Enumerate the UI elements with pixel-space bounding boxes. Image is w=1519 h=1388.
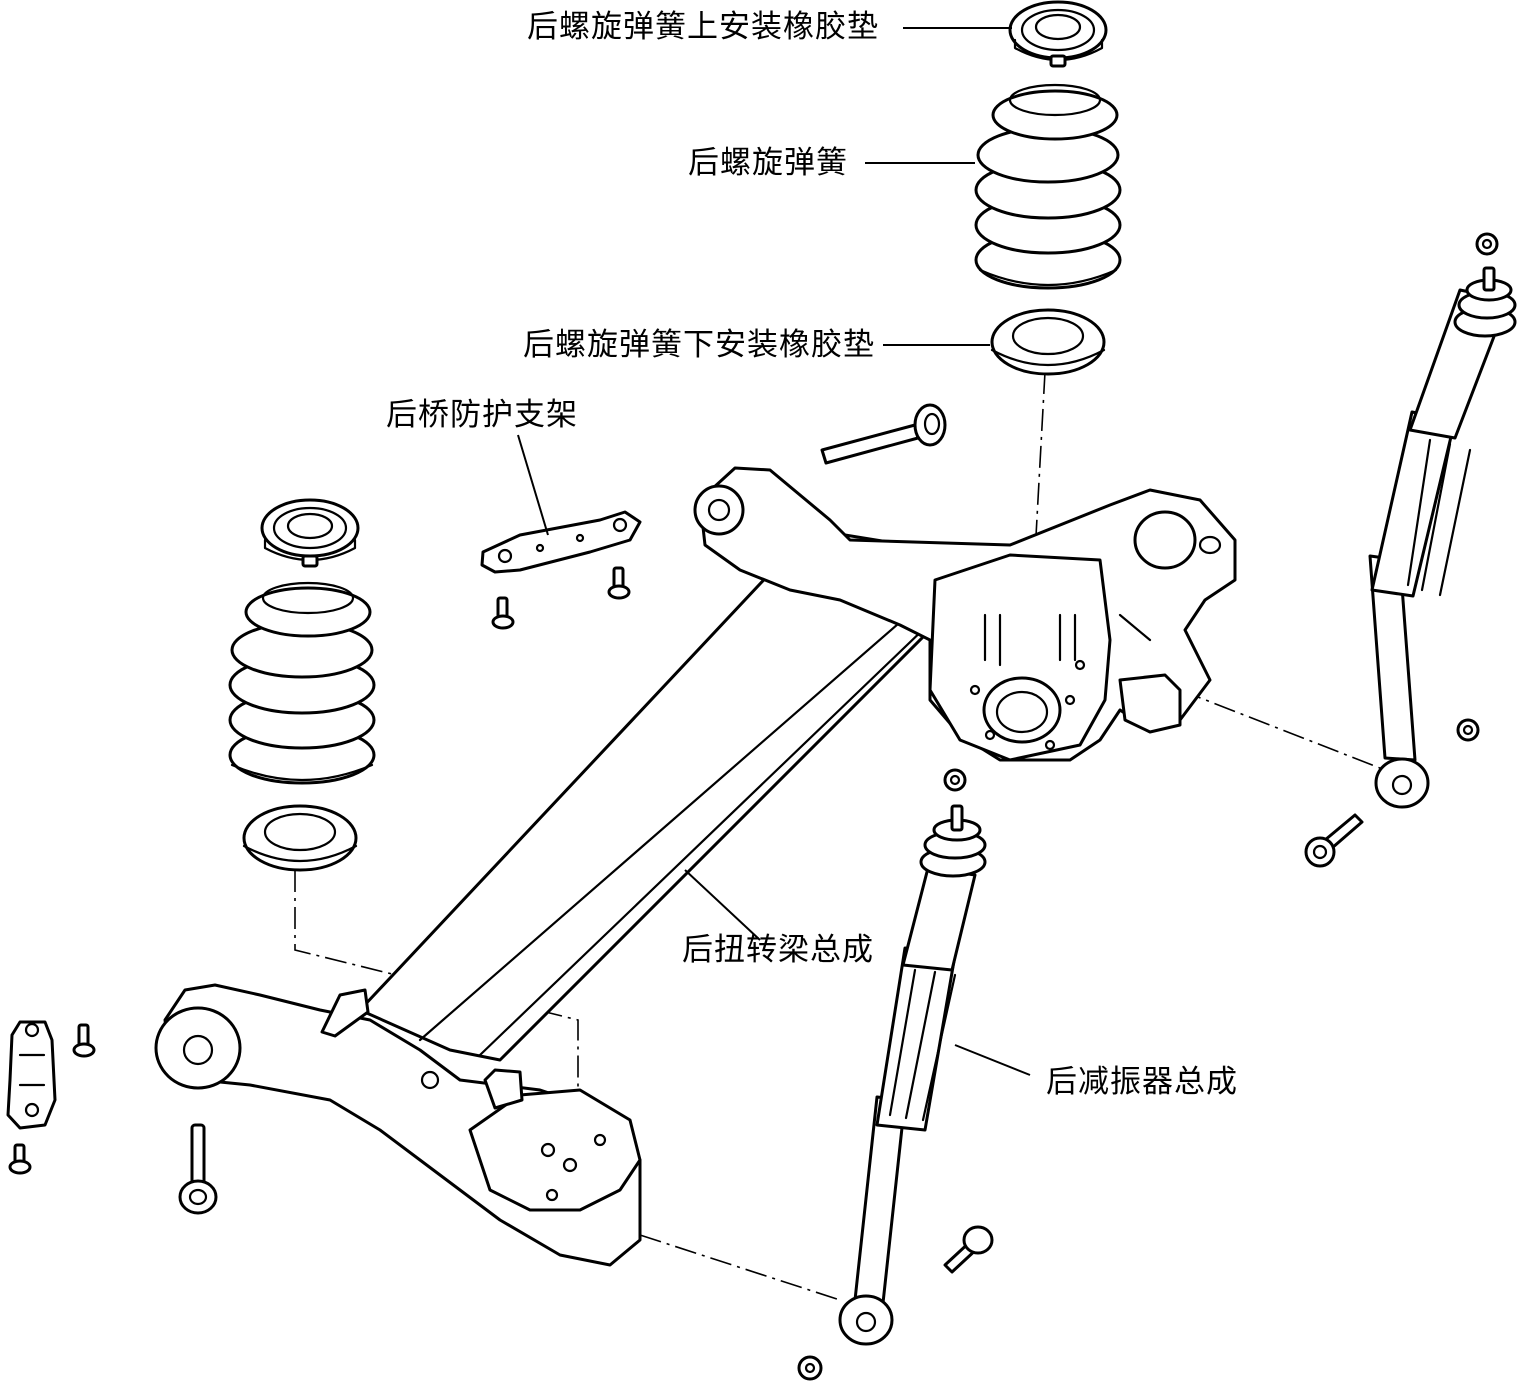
label-lower-rubber-pad: 后螺旋弹簧下安装橡胶垫 xyxy=(523,327,875,363)
shock-absorber-icon-left xyxy=(838,804,987,1346)
label-torsion-beam: 后扭转梁总成 xyxy=(682,932,874,968)
coil-spring-icon-right xyxy=(974,83,1122,290)
bolt-icon-right xyxy=(1304,813,1364,868)
bolt-icon xyxy=(491,566,631,630)
bolt-icon-left xyxy=(8,1023,218,1215)
bracket-icon xyxy=(480,510,642,574)
label-shock-absorber: 后减振器总成 xyxy=(1046,1064,1238,1100)
lower-pad-icon-right xyxy=(990,308,1106,376)
label-coil-spring: 后螺旋弹簧 xyxy=(688,145,848,181)
label-axle-bracket: 后桥防护支架 xyxy=(386,397,578,433)
torsion-beam-icon xyxy=(154,466,1237,1267)
shock-absorber-icon-right xyxy=(1368,266,1517,809)
lower-pad-icon-left xyxy=(242,804,358,872)
coil-spring-icon-left xyxy=(228,581,376,785)
nut-icon xyxy=(797,232,1499,1381)
bolt-icon-left-shock xyxy=(943,1225,994,1274)
label-upper-rubber-pad: 后螺旋弹簧上安装橡胶垫 xyxy=(527,9,879,45)
upper-pad-icon-right xyxy=(1008,0,1108,68)
bracket-icon-left xyxy=(6,1020,57,1130)
leader-lines xyxy=(517,27,1031,1076)
pivot-bolt-icon xyxy=(820,403,947,465)
upper-pad-icon-left xyxy=(260,498,360,568)
